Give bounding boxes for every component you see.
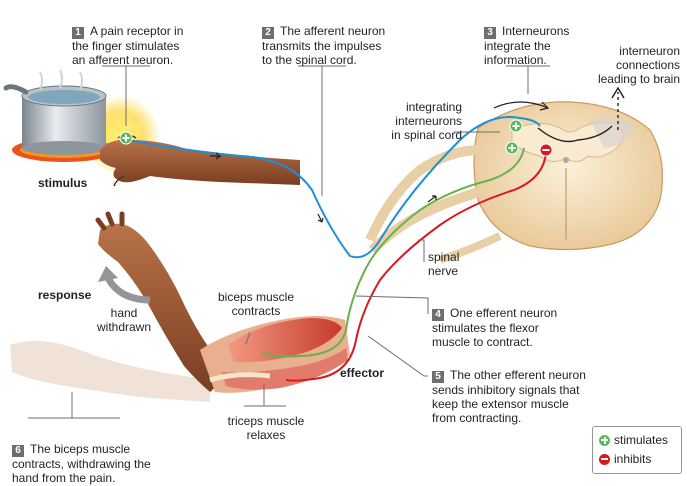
inhibit-marker-interneuron bbox=[539, 143, 553, 157]
biceps-muscle bbox=[228, 318, 342, 363]
effector-label: effector bbox=[340, 366, 385, 380]
step-5-number: 5 bbox=[432, 371, 444, 383]
stimulate-marker-interneuron-2 bbox=[505, 141, 519, 155]
legend: stimulates inhibits bbox=[592, 426, 682, 474]
step-1-number: 1 bbox=[72, 27, 84, 39]
spinal-nerve-label: spinal nerve bbox=[428, 250, 460, 278]
legend-inhibits: inhibits bbox=[599, 452, 651, 466]
step-4-text: One efferent neuron stimulates the flexo… bbox=[432, 306, 558, 349]
afferent-neuron-path bbox=[127, 116, 541, 259]
leader-lines bbox=[28, 65, 550, 419]
step-3-text: Interneurons integrate the information. bbox=[484, 24, 570, 67]
legend-stimulates: stimulates bbox=[599, 433, 668, 447]
faded-arm-ghost bbox=[10, 341, 210, 402]
step-2-number: 2 bbox=[262, 27, 274, 39]
minus-icon bbox=[599, 453, 610, 465]
legend-stimulates-label: stimulates bbox=[614, 433, 669, 447]
response-arrow bbox=[98, 266, 151, 304]
step-6-number: 6 bbox=[12, 445, 24, 457]
stimulate-marker-interneuron-1 bbox=[509, 119, 523, 133]
step-2-text: The afferent neuron transmits the impuls… bbox=[262, 24, 386, 67]
triceps-label: triceps muscle relaxes bbox=[227, 414, 305, 442]
step-5-text: The other efferent neuron sends inhibito… bbox=[432, 368, 586, 425]
withdrawing-arm bbox=[95, 211, 350, 393]
hand-withdrawn-label: hand withdrawn bbox=[96, 306, 152, 334]
integrating-interneurons-label: integrating interneurons in spinal cord bbox=[391, 100, 462, 142]
stimulus-label: stimulus bbox=[38, 176, 88, 190]
spinal-cord bbox=[365, 101, 664, 264]
step-3-number: 3 bbox=[484, 27, 496, 39]
triceps-muscle bbox=[222, 348, 348, 390]
legend-inhibits-label: inhibits bbox=[614, 452, 652, 466]
efferent-stimulating-path bbox=[261, 147, 525, 358]
stimulate-marker-receptor bbox=[119, 131, 133, 145]
response-label: response bbox=[38, 288, 92, 302]
interneuron-to-brain-path bbox=[493, 86, 625, 143]
step-1-text: A pain receptor in the finger stimulates… bbox=[72, 24, 184, 67]
step-6-text: The biceps muscle contracts, withdrawing… bbox=[12, 442, 151, 485]
biceps-label: biceps muscle contracts bbox=[217, 290, 295, 318]
plus-icon bbox=[599, 434, 610, 446]
interneuron-connections-label: interneuron connections leading to brain bbox=[597, 44, 680, 86]
efferent-inhibiting-path bbox=[285, 151, 547, 382]
step-4-number: 4 bbox=[432, 309, 444, 321]
